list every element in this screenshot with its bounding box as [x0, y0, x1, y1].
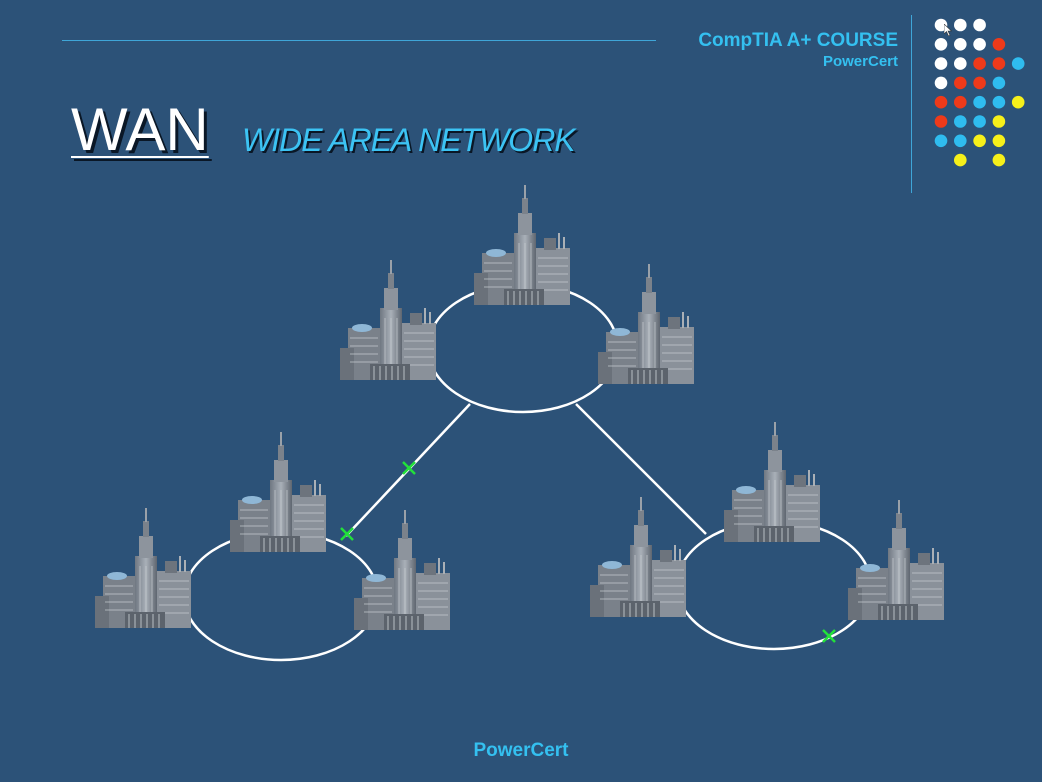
vertical-rule: [911, 15, 912, 193]
city-building-icon: [473, 184, 571, 306]
decor-dot: [973, 57, 986, 70]
decor-dot: [934, 57, 948, 70]
decor-dot: [934, 76, 948, 90]
fault-marker-icon: [339, 526, 355, 542]
header-rule: [62, 40, 656, 41]
decor-dot: [992, 76, 1006, 90]
decor-dot: [992, 38, 1006, 51]
wan-link-right: [575, 403, 707, 535]
decor-dot: [954, 18, 967, 32]
decor-dot: [1011, 57, 1025, 70]
city-building-icon: [229, 431, 327, 553]
city-building-icon: [94, 507, 192, 629]
decor-dot: [934, 38, 948, 51]
footer-brand: PowerCert: [473, 740, 569, 761]
decor-dot: [992, 115, 1006, 128]
decor-dot: [992, 153, 1006, 167]
decor-dot: [954, 134, 967, 148]
decor-dot: [973, 95, 986, 109]
decor-dot: [973, 38, 986, 51]
decor-dot: [973, 18, 986, 32]
decor-dot: [973, 76, 986, 90]
course-title: CompTIA A+ COURSE: [698, 30, 898, 51]
decor-dot: [934, 95, 948, 109]
course-brand: PowerCert: [822, 53, 898, 70]
decor-dot: [992, 95, 1006, 109]
decor-dot: [934, 115, 948, 128]
city-building-icon: [589, 496, 687, 618]
decor-dot: [954, 115, 967, 128]
decor-dot: [992, 57, 1006, 70]
slide-title: WAN: [71, 96, 209, 163]
decor-dot: [954, 57, 967, 70]
city-building-icon: [723, 421, 821, 543]
mouse-cursor-icon: [944, 24, 952, 36]
decor-dot: [973, 134, 986, 148]
fault-marker-icon: [401, 460, 417, 476]
decor-dot: [954, 38, 967, 51]
city-building-icon: [339, 259, 437, 381]
decor-dot: [954, 153, 967, 167]
decor-dot: [954, 95, 967, 109]
slide-subtitle: WIDE AREA NETWORK: [242, 122, 576, 158]
decorative-dot-grid: [934, 18, 1025, 167]
decor-dot: [973, 115, 986, 128]
decor-dot: [954, 76, 967, 90]
decor-dot: [1011, 95, 1025, 109]
decor-dot: [934, 134, 948, 148]
decor-dot: [992, 134, 1006, 148]
course-label: CompTIA A+ COURSE PowerCert: [698, 30, 898, 71]
